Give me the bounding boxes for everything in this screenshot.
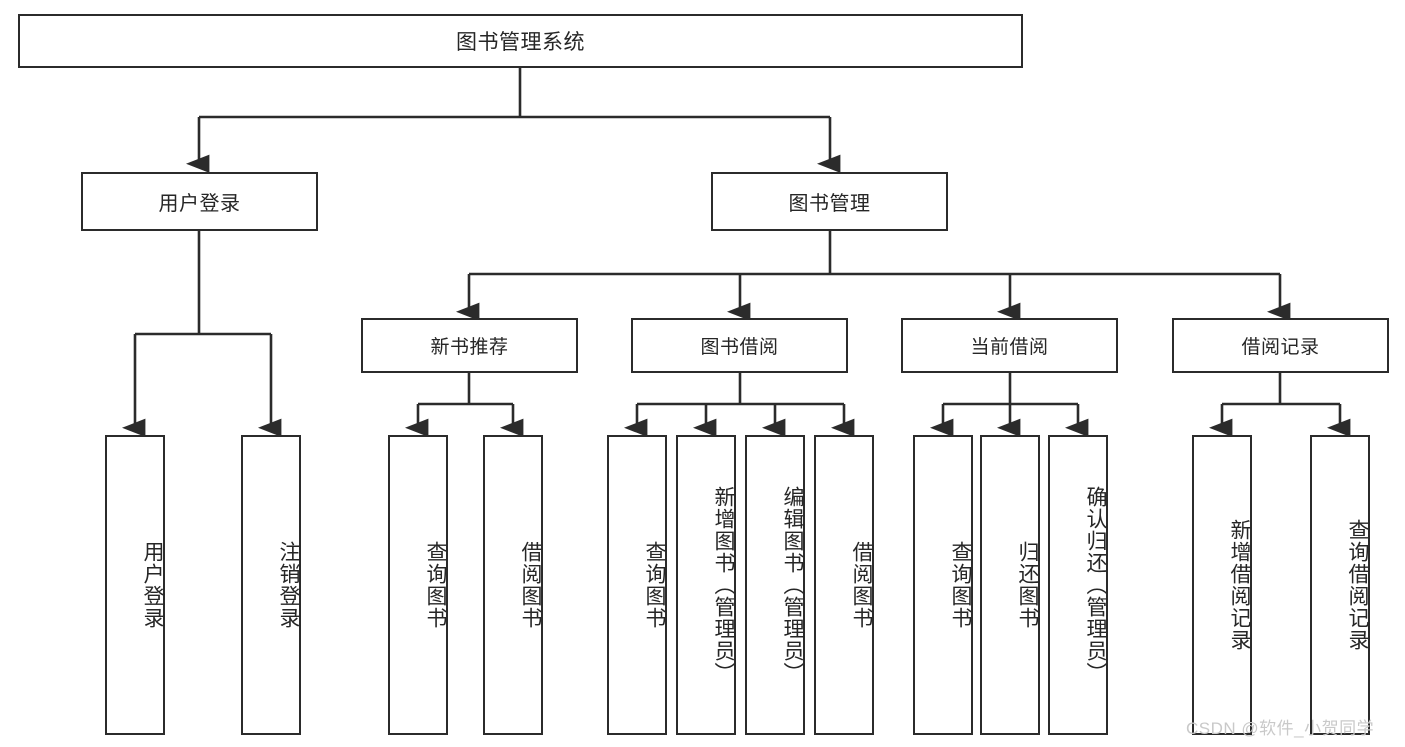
leaf-new-book-query-book[interactable]: 查询图书 (388, 435, 448, 735)
node-label: 查询图书 (949, 541, 972, 629)
node-label: 图书管理 (788, 193, 871, 215)
leaf-book-borrow-edit-book-admin[interactable]: 编辑图书（管理员） (745, 435, 805, 735)
node-book-borrow[interactable]: 图书借阅 (631, 318, 848, 373)
leaf-current-borrow-query-book[interactable]: 查询图书 (913, 435, 973, 735)
node-book-management[interactable]: 图书管理 (711, 172, 948, 231)
node-label: 借阅图书 (519, 541, 542, 629)
leaf-new-book-borrow-book[interactable]: 借阅图书 (483, 435, 543, 735)
leaf-book-borrow-borrow-book[interactable]: 借阅图书 (814, 435, 874, 735)
leaf-book-borrow-query-book[interactable]: 查询图书 (607, 435, 667, 735)
node-label: 借阅图书 (850, 541, 873, 629)
node-label: 新书推荐 (430, 337, 509, 358)
node-label: 当前借阅 (970, 337, 1049, 358)
node-label: 注销登录 (277, 541, 300, 629)
leaf-book-borrow-add-book-admin[interactable]: 新增图书（管理员） (676, 435, 736, 735)
node-label: 新增借阅记录 (1228, 519, 1251, 651)
node-borrow-record[interactable]: 借阅记录 (1172, 318, 1389, 373)
leaf-user-login-login[interactable]: 用户登录 (105, 435, 165, 735)
leaf-current-borrow-confirm-return-admin[interactable]: 确认归还（管理员） (1048, 435, 1108, 735)
node-label: 查询图书 (424, 541, 447, 629)
leaf-current-borrow-return-book[interactable]: 归还图书 (980, 435, 1040, 735)
node-label: 归还图书 (1016, 541, 1039, 629)
leaf-user-login-logout[interactable]: 注销登录 (241, 435, 301, 735)
node-current-borrow[interactable]: 当前借阅 (901, 318, 1118, 373)
node-label: 查询图书 (643, 541, 666, 629)
node-label: 编辑图书（管理员） (781, 486, 804, 684)
leaf-borrow-record-query-record[interactable]: 查询借阅记录 (1310, 435, 1370, 735)
node-user-login[interactable]: 用户登录 (81, 172, 318, 231)
leaf-borrow-record-add-record[interactable]: 新增借阅记录 (1192, 435, 1252, 735)
node-root-library-system[interactable]: 图书管理系统 (18, 14, 1023, 68)
node-label: 确认归还（管理员） (1084, 486, 1107, 684)
node-label: 借阅记录 (1241, 337, 1320, 358)
node-label: 查询借阅记录 (1346, 519, 1369, 651)
node-label: 用户登录 (158, 193, 241, 215)
node-label: 新增图书（管理员） (712, 486, 735, 684)
node-label: 用户登录 (141, 541, 164, 629)
csdn-watermark: CSDN @软件_小贺同学 (1186, 719, 1375, 738)
node-new-book-recommend[interactable]: 新书推荐 (361, 318, 578, 373)
node-label: 图书借阅 (700, 337, 779, 358)
node-label: 图书管理系统 (456, 31, 585, 54)
